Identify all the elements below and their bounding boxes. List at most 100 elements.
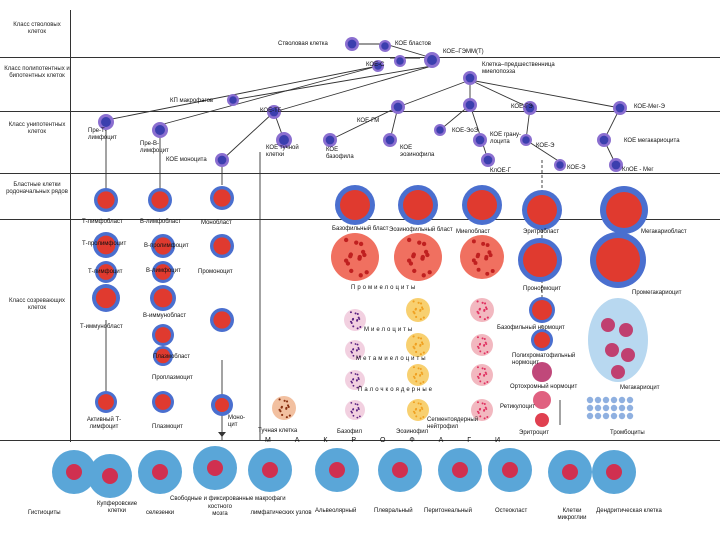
granule — [412, 310, 415, 313]
blast-nucleus — [606, 192, 642, 228]
label-koe-meg-e: КОЕ-Мег-Э — [634, 104, 665, 110]
granule — [357, 256, 362, 261]
progenitor-nucleus — [155, 125, 165, 135]
progenitor-nucleus — [475, 135, 485, 145]
granule — [417, 336, 420, 339]
granule — [419, 409, 422, 412]
granule — [406, 258, 412, 263]
granule — [415, 372, 418, 375]
granule — [483, 344, 486, 347]
granule — [354, 312, 357, 315]
granule — [343, 237, 349, 243]
granule — [422, 351, 425, 354]
basophil-series-cell — [344, 309, 366, 331]
megakaryocyte-nucleus — [601, 318, 615, 332]
granule — [419, 302, 423, 305]
class-blast-label: Бластные клетки родоначальных рядов — [6, 182, 68, 195]
granule — [476, 310, 479, 313]
eosinophil-series-cell — [407, 364, 429, 386]
reticulocyte-cell — [533, 391, 551, 409]
label-myelo-precursor: Клетка–предшественница миелопоэза — [482, 62, 555, 75]
blast-nucleus — [97, 191, 115, 209]
progenitor-nucleus — [347, 39, 357, 49]
granule — [427, 270, 432, 275]
granule — [412, 401, 415, 404]
megakaryocyte-cell — [588, 298, 648, 382]
granule — [422, 316, 425, 319]
granule — [419, 374, 422, 377]
macrophage-nucleus — [392, 462, 408, 478]
label-dendritic: Дендритическая клетка — [596, 508, 662, 514]
granule — [412, 345, 415, 348]
granule — [415, 350, 418, 354]
macrophage-nucleus — [152, 464, 168, 480]
granule — [358, 378, 360, 381]
granule — [417, 367, 420, 370]
granule — [348, 252, 354, 257]
label-t-prolymphocyte: Т-пролимфоцит — [82, 241, 127, 247]
blast-nucleus — [98, 264, 114, 280]
granule — [479, 350, 482, 353]
blast-nucleus — [96, 235, 116, 255]
blast-nucleus — [527, 195, 557, 225]
granule — [490, 268, 495, 273]
granule — [417, 402, 420, 405]
granule — [352, 378, 355, 380]
granule — [359, 325, 362, 328]
granule — [278, 398, 281, 401]
granule — [415, 380, 418, 383]
label-stem-cell: Стволовая клетка — [278, 41, 328, 47]
label-myeloblast: Миелобласт — [456, 229, 491, 235]
label-orthochromic-normocyte: Ортохромный нормоцит — [510, 384, 578, 390]
macrophage-nucleus — [329, 462, 345, 478]
label-kupffer: Купферовские клетки — [96, 501, 138, 514]
progenitor-nucleus — [522, 136, 530, 144]
label-koe-gemm: КОЕ–ГЭММ(Т) — [443, 49, 484, 55]
granule — [425, 252, 430, 258]
label-koe-monocyte: КОЕ моноцита — [166, 157, 207, 163]
label-koe-tb: КОЕ-ТБ — [260, 108, 282, 114]
eosinophil-series-cell — [406, 333, 430, 357]
megakaryocyte-nucleus — [605, 343, 619, 357]
granule — [356, 343, 359, 346]
granule — [476, 366, 479, 369]
progenitor-nucleus — [385, 135, 395, 145]
granule — [349, 268, 354, 274]
progenitor-nucleus — [381, 42, 389, 50]
granule — [356, 373, 359, 376]
label-kp-macrophages: КП макрофагов — [170, 98, 214, 104]
granule — [356, 313, 359, 316]
granule — [352, 348, 355, 350]
neutrophil-series-cell — [471, 334, 493, 356]
label-megakaryocyte: Мегакариоцит — [620, 385, 660, 391]
granule — [358, 273, 363, 278]
class-polypotent-label: Класс полипотентных и бипотентных клеток — [4, 66, 70, 79]
label-koe-blasts: КОЕ бластов — [395, 41, 431, 47]
granule — [485, 408, 488, 411]
granule — [354, 240, 359, 245]
label-pleural: Плевральный — [374, 508, 413, 514]
basophil-series-cell — [345, 400, 365, 420]
granule — [412, 410, 415, 413]
granule — [419, 309, 422, 312]
platelet — [602, 412, 610, 420]
label-eosinophil-blast: Эозинофильный бласт — [389, 227, 453, 233]
progenitor-nucleus — [279, 135, 289, 145]
eosinophil-series-cell — [406, 298, 430, 322]
granule — [415, 407, 418, 410]
granule — [414, 342, 418, 345]
granule — [350, 350, 353, 353]
granule — [485, 307, 488, 311]
granule — [355, 379, 358, 382]
platelet — [586, 404, 594, 412]
granule — [419, 417, 422, 420]
label-b-lymphoblast: В-лимфобласт — [140, 219, 182, 225]
progenitor-nucleus — [374, 62, 382, 70]
granule — [421, 273, 426, 278]
label-promyelocytes: Промиелоциты — [351, 285, 418, 291]
label-t-lymphocyte: Т-лимфоцит — [88, 269, 123, 275]
macrophage-nucleus — [502, 462, 518, 478]
granule — [485, 271, 490, 276]
